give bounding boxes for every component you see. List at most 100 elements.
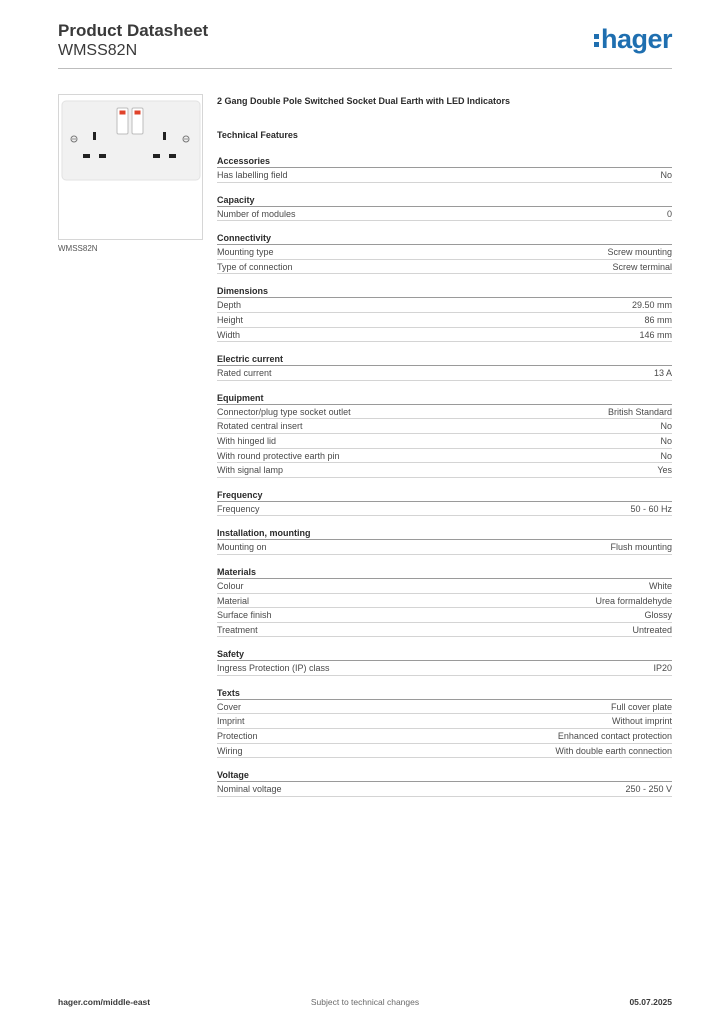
group-title: Electric current [217, 352, 672, 367]
spec-row: Depth 29.50 mm [217, 298, 672, 313]
group-electric-current: Electric current Rated current 13 A [217, 352, 672, 381]
product-image-caption: WMSS82N [58, 244, 98, 253]
group-title: Accessories [217, 154, 672, 168]
group-equipment: Equipment Connector/plug type socket out… [217, 391, 672, 478]
spec-value: No [660, 170, 672, 180]
footer-date: 05.07.2025 [629, 997, 672, 1007]
spec-row: Rotated central insert No [217, 419, 672, 434]
spec-value: Without imprint [611, 716, 672, 727]
spec-value: Enhanced contact protection [557, 731, 672, 742]
spec-row: Rated current 13 A [217, 366, 672, 381]
spec-value: 0 [666, 208, 672, 219]
spec-value: No [660, 435, 672, 446]
spec-value: Flush mounting [610, 542, 672, 553]
group-accessories: Accessories Has labelling field No [217, 154, 672, 183]
spec-label: Rated current [217, 368, 272, 379]
spec-label: Height [217, 314, 244, 325]
spec-label: Material [217, 595, 250, 606]
logo-dots-icon [593, 32, 600, 48]
group-title: Capacity [217, 193, 672, 207]
product-image [59, 95, 202, 239]
spec-value: 50 - 60 Hz [630, 503, 672, 514]
spec-value: Screw mounting [607, 247, 672, 258]
footer-website-link[interactable]: hager.com/middle-east [58, 997, 151, 1007]
datasheet-main: 2 Gang Double Pole Switched Socket Dual … [217, 96, 672, 807]
spec-row: Height 86 mm [217, 313, 672, 328]
group-title: Equipment [217, 391, 672, 405]
spec-row: Mounting on Flush mounting [217, 540, 672, 555]
group-installation-mounting: Installation, mounting Mounting on Flush … [217, 526, 672, 555]
group-title: Materials [217, 565, 672, 579]
spec-row: With hinged lid No [217, 434, 672, 449]
spec-label: Number of modules [217, 208, 296, 219]
group-texts: Texts Cover Full cover plate Imprint Witho… [217, 686, 672, 759]
page-footer: Subject to technical changes hager.com/m… [58, 997, 672, 1011]
spec-label: Mounting type [217, 247, 274, 258]
spec-value: Screw terminal [612, 261, 672, 272]
spec-label: Ingress Protection (IP) class [217, 663, 330, 674]
spec-label: With signal lamp [217, 465, 284, 476]
footer-note: Subject to technical changes [310, 997, 420, 1007]
spec-value: Yes [657, 465, 672, 476]
spec-row: With signal lamp Yes [217, 463, 672, 478]
spec-value: Untreated [632, 624, 672, 635]
spec-label: Has labelling field [217, 170, 288, 180]
group-materials: Materials Colour White Material Urea forma… [217, 565, 672, 638]
spec-label: Rotated central insert [217, 421, 303, 432]
spec-row: Ingress Protection (IP) class IP20 [217, 661, 672, 676]
group-title: Safety [217, 647, 672, 662]
group-capacity: Capacity Number of modules 0 [217, 193, 672, 222]
spec-value: White [648, 580, 672, 591]
spec-value: 146 mm [639, 329, 672, 340]
spec-value: 86 mm [644, 314, 672, 325]
logo-text: hager [600, 24, 673, 54]
spec-value: 13 A [653, 368, 672, 379]
spec-row: Imprint Without imprint [217, 714, 672, 730]
spec-value: Full cover plate [610, 701, 672, 712]
spec-label: Frequency [217, 503, 260, 514]
spec-value: British Standard [607, 406, 672, 417]
group-title: Installation, mounting [217, 526, 672, 541]
spec-label: Cover [217, 701, 242, 712]
spec-label: With hinged lid [217, 435, 277, 446]
spec-value: Glossy [644, 610, 672, 621]
spec-value: With double earth connection [555, 745, 672, 756]
spec-row: Cover Full cover plate [217, 700, 672, 715]
spec-label: Colour [217, 580, 244, 591]
group-safety: Safety Ingress Protection (IP) class IP20 [217, 647, 672, 676]
spec-label: Imprint [217, 716, 245, 727]
spec-label: Depth [217, 300, 242, 311]
spec-label: Protection [217, 731, 258, 742]
spec-value: 29.50 mm [631, 300, 672, 311]
spec-label: Nominal voltage [217, 784, 282, 795]
group-title: Texts [217, 686, 672, 700]
spec-value: 250 - 250 V [625, 784, 672, 795]
group-frequency: Frequency Frequency 50 - 60 Hz [217, 488, 672, 517]
spec-row: Width 146 mm [217, 328, 672, 343]
hager-logo: hager [593, 24, 673, 55]
product-name: 2 Gang Double Pole Switched Socket Dual … [217, 96, 511, 106]
spec-value: No [660, 421, 672, 432]
spec-row: Nominal voltage 250 - 250 V [217, 782, 672, 797]
product-image-frame [58, 94, 203, 240]
spec-value: Urea formaldehyde [595, 595, 672, 606]
spec-value: IP20 [653, 663, 672, 674]
header-divider [58, 68, 672, 69]
spec-row: Mounting type Screw mounting [217, 245, 672, 260]
spec-row: Frequency 50 - 60 Hz [217, 502, 672, 517]
spec-label: Connector/plug type socket outlet [217, 406, 351, 417]
group-title: Connectivity [217, 231, 672, 246]
spec-label: Mounting on [217, 542, 267, 553]
spec-label: With round protective earth pin [217, 450, 340, 461]
spec-row: Number of modules 0 [217, 207, 672, 222]
spec-label: Width [217, 329, 241, 340]
spec-row: Connector/plug type socket outlet British… [217, 405, 672, 420]
group-title: Dimensions [217, 284, 672, 299]
spec-row: Protection Enhanced contact protection [217, 729, 672, 744]
spec-row: Material Urea formaldehyde [217, 594, 672, 609]
